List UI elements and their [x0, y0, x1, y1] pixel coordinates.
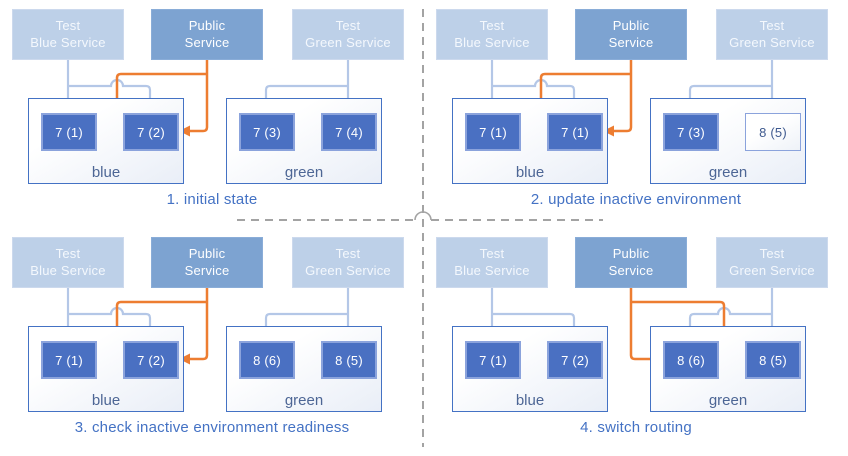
panel-caption: 1. initial state [166, 191, 258, 208]
public-service-box: Public Service [575, 9, 687, 60]
pod-box: 7 (1) [547, 113, 603, 151]
pod-box: 7 (3) [239, 113, 295, 151]
public-service-box: Public Service [575, 237, 687, 288]
environment-label: blue [515, 392, 545, 409]
green-environment-box: 7 (3) 7 (4) green [226, 98, 382, 184]
environment-label: green [708, 164, 748, 181]
pod-box: 8 (6) [663, 341, 719, 379]
test-blue-service-box: Test Blue Service [12, 9, 124, 60]
test-blue-service-box: Test Blue Service [436, 237, 548, 288]
panel-update-inactive-environment: Test Blue Service Public Service Test Gr… [424, 0, 848, 228]
environment-label: green [284, 392, 324, 409]
panel-switch-routing: Test Blue Service Public Service Test Gr… [424, 228, 848, 456]
environment-label: green [708, 392, 748, 409]
panel-caption: 2. update inactive environment [530, 191, 742, 208]
pod-box: 7 (2) [123, 113, 179, 151]
panel-caption: 3. check inactive environment readiness [74, 419, 350, 436]
green-environment-box: 8 (6) 8 (5) green [226, 326, 382, 412]
pod-box: 7 (2) [547, 341, 603, 379]
test-blue-service-box: Test Blue Service [12, 237, 124, 288]
green-environment-box: 7 (3) 8 (5) green [650, 98, 806, 184]
test-green-service-box: Test Green Service [716, 237, 828, 288]
blue-environment-box: 7 (1) 7 (2) blue [28, 326, 184, 412]
public-service-box: Public Service [151, 237, 263, 288]
blue-environment-box: 7 (1) 7 (2) blue [452, 326, 608, 412]
panel-initial-state: Test Blue Service Public Service Test Gr… [0, 0, 424, 228]
test-green-service-box: Test Green Service [292, 237, 404, 288]
test-green-service-box: Test Green Service [716, 9, 828, 60]
environment-label: blue [91, 164, 121, 181]
test-blue-service-box: Test Blue Service [436, 9, 548, 60]
pod-box: 7 (1) [465, 113, 521, 151]
public-service-box: Public Service [151, 9, 263, 60]
pod-box: 7 (4) [321, 113, 377, 151]
pod-box: 7 (3) [663, 113, 719, 151]
pod-box: 7 (1) [41, 113, 97, 151]
pod-box: 7 (1) [465, 341, 521, 379]
pod-box: 8 (5) [321, 341, 377, 379]
blue-environment-box: 7 (1) 7 (2) blue [28, 98, 184, 184]
pod-box: 8 (5) [745, 113, 801, 151]
panel-caption: 4. switch routing [580, 419, 692, 436]
blue-environment-box: 7 (1) 7 (1) blue [452, 98, 608, 184]
environment-label: blue [91, 392, 121, 409]
environment-label: green [284, 164, 324, 181]
pod-box: 7 (1) [41, 341, 97, 379]
pod-box: 8 (6) [239, 341, 295, 379]
environment-label: blue [515, 164, 545, 181]
panel-check-inactive-readiness: Test Blue Service Public Service Test Gr… [0, 228, 424, 456]
green-environment-box: 8 (6) 8 (5) green [650, 326, 806, 412]
pod-box: 8 (5) [745, 341, 801, 379]
test-green-service-box: Test Green Service [292, 9, 404, 60]
pod-box: 7 (2) [123, 341, 179, 379]
